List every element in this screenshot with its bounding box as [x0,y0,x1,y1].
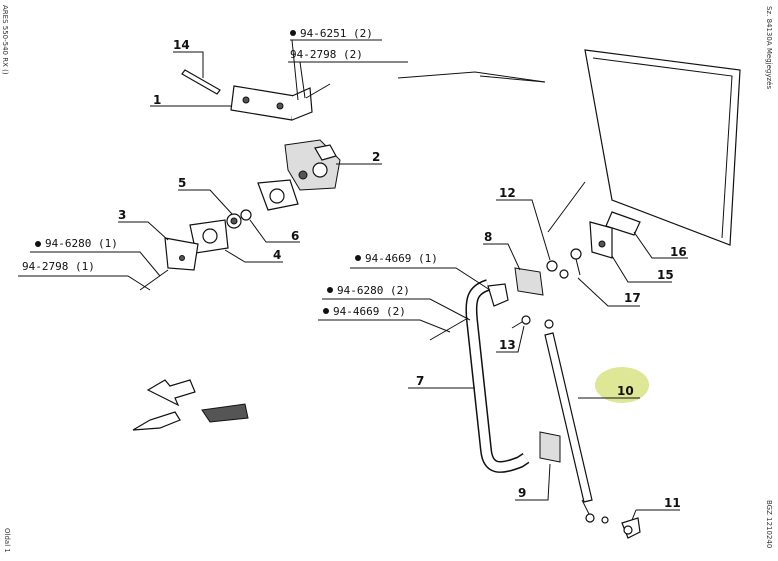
ref-94-6280-a: 94-6280 (1) [45,237,118,250]
washer-symbol-3 [355,255,361,261]
side-label-bottom-right: BGZ 1210240 [765,500,773,548]
part-9-plate [539,431,561,463]
callout-15: 15 [657,268,674,282]
callout-5: 5 [178,176,186,190]
side-label-top-right: Sz. 84130A Megjegyzés [765,6,773,89]
callout-17: 17 [624,291,641,305]
side-label-top-left: ARES 550-540 RX () [1,5,9,75]
part-17-screw [570,248,582,276]
part-8-hinge [514,267,544,296]
part-2-latch [284,139,341,191]
part-7-handle [465,279,530,473]
part-16-plate [605,211,641,236]
callout-4: 4 [273,248,281,262]
callout-7: 7 [416,374,424,388]
part-10-highlight [595,367,649,403]
part-3-plate [164,237,199,271]
callout-13: 13 [499,338,516,352]
callout-16: 16 [670,245,687,259]
instruction-arrows [132,379,249,431]
ref-94-2798-b: 94-2798 (1) [22,260,95,273]
part-10-gas-strut [544,319,595,523]
ref-94-6251: 94-6251 (2) [300,27,373,40]
window-glass [584,49,741,246]
part-14-pin [181,69,221,95]
part-6-nut [226,209,252,229]
washer-symbol-5 [323,308,329,314]
callout-9: 9 [518,486,526,500]
callout-10: 10 [617,384,634,398]
washer-symbol-4 [327,287,333,293]
callout-6: 6 [291,229,299,243]
part-1-plate [230,85,313,121]
callout-1: 1 [153,93,161,107]
ref-94-4669-b: 94-4669 (2) [333,305,406,318]
side-label-bottom-left: Oldal 1 [3,528,11,553]
callout-8: 8 [484,230,492,244]
part-15-hinge [589,221,613,259]
part-13-bolt [511,315,531,329]
ref-94-2798-a: 94-2798 (2) [290,48,363,61]
part-12-nut [546,260,569,279]
callout-3: 3 [118,208,126,222]
ref-94-6280-b: 94-6280 (2) [337,284,410,297]
part-5-bracket [257,179,299,211]
callout-2: 2 [372,150,380,164]
callout-12: 12 [499,186,516,200]
callout-14: 14 [173,38,190,52]
washer-symbol-2 [35,241,41,247]
callout-11: 11 [664,496,681,510]
washer-symbol [290,30,296,36]
part-11-end-fitting [601,516,641,539]
part-4-bracket [189,219,229,254]
ref-94-4669-a: 94-4669 (1) [365,252,438,265]
